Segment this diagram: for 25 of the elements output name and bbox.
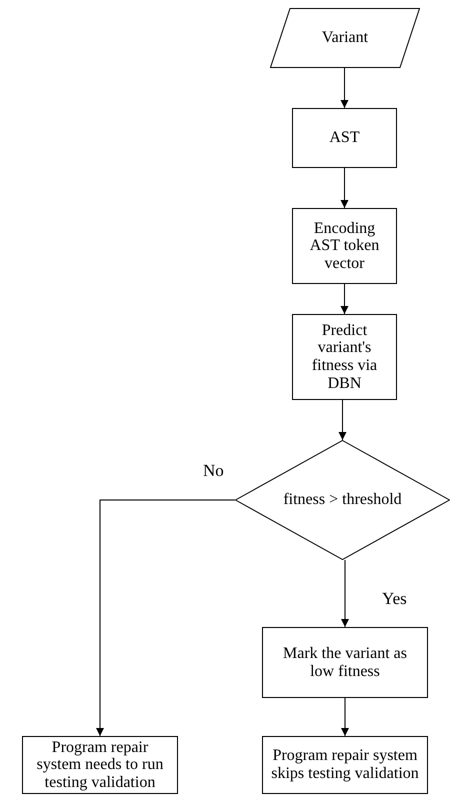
node-text: Program repair system needs to run testing validation: [36, 738, 164, 792]
node-text: Mark the variant as low fitness: [282, 644, 408, 680]
process-box: [292, 108, 397, 168]
node-text: Encoding AST token vector: [308, 220, 380, 272]
node-text: fitness > threshold: [282, 491, 403, 509]
arrow: [338, 400, 346, 440]
arrow: [340, 68, 348, 108]
node-text: AST: [328, 129, 361, 147]
arrow: [96, 500, 236, 736]
arrow: [340, 284, 348, 314]
process-box: [262, 627, 428, 698]
input-parallelogram: [270, 8, 420, 68]
process-box: [262, 736, 428, 794]
process-box: [292, 208, 397, 284]
node-text: Predict variant's fitness via DBN: [310, 322, 378, 392]
arrow: [341, 560, 349, 628]
edge-label: Yes: [382, 590, 407, 607]
process-box: [22, 736, 178, 794]
node-text: Program repair system skips testing validation: [270, 747, 420, 783]
arrow: [340, 168, 348, 208]
decision-diamond: [235, 440, 450, 560]
node-text: Variant: [320, 29, 370, 47]
process-box: [292, 314, 397, 400]
edge-label: No: [203, 462, 224, 479]
arrow: [341, 698, 349, 736]
